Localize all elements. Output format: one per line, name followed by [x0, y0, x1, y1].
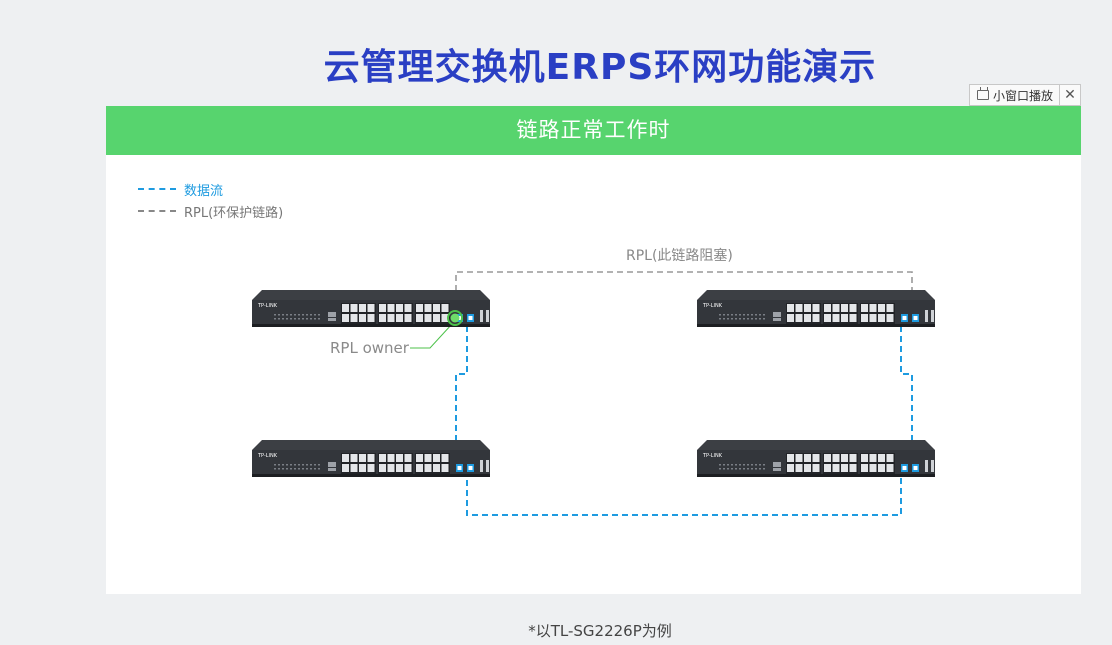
tv-icon: [977, 90, 989, 100]
legend-dashed-grey-line: [138, 210, 176, 212]
page-title: 云管理交换机ERPS环网功能演示: [323, 47, 877, 88]
close-icon[interactable]: ✕: [1059, 85, 1080, 105]
switch-top-left: TP-LINK: [252, 290, 490, 327]
data-flow-left: [455, 316, 468, 456]
legend-rpl: RPL(环保护链路): [138, 200, 283, 222]
rpl-owner-port-highlight: [447, 310, 463, 326]
pip-button[interactable]: 小窗口播放 ✕: [969, 84, 1081, 106]
data-flow-right: [900, 316, 913, 456]
footnote: *以TL-SG2226P为例: [528, 622, 672, 640]
pip-label: 小窗口播放: [993, 88, 1054, 103]
rpl-link: [455, 271, 913, 291]
legend: 数据流 RPL(环保护链路): [138, 178, 283, 222]
switch-brand-label: TP-LINK: [702, 453, 723, 459]
ring-network-diagram: TP-LINK TP-LINK TP-LINK TP-LINK: [252, 271, 935, 516]
owner-callout-line: [410, 323, 453, 349]
rpl-owner-caption: RPL owner: [330, 339, 409, 357]
legend-rpl-label: RPL(环保护链路): [184, 205, 284, 221]
rpl-caption: RPL(此链路阻塞): [626, 248, 733, 264]
legend-dashed-blue-line: [138, 188, 176, 190]
legend-data-flow-label: 数据流: [184, 183, 224, 199]
switch-brand-label: TP-LINK: [702, 303, 723, 309]
switch-bottom-right: TP-LINK: [697, 440, 935, 477]
data-flow-bottom: [466, 470, 902, 516]
switch-brand-label: TP-LINK: [257, 303, 278, 309]
switch-top-right: TP-LINK: [697, 290, 935, 327]
panel-header: 链路正常工作时: [106, 106, 1081, 155]
switch-brand-label: TP-LINK: [257, 453, 278, 459]
switch-bottom-left: TP-LINK: [252, 440, 490, 477]
legend-data-flow: 数据流: [138, 178, 283, 200]
